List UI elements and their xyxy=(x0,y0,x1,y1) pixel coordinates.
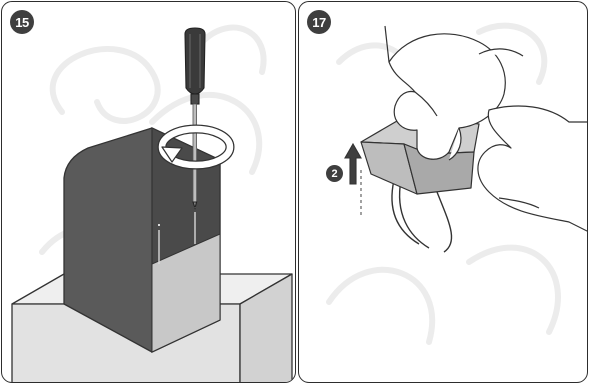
hand-icon xyxy=(385,26,588,232)
step-15-illustration xyxy=(2,2,296,383)
substep-badge: 2 xyxy=(326,165,343,182)
step-panel-17: 17 2 xyxy=(298,1,588,383)
step-number-badge: 17 xyxy=(307,10,331,34)
step-panel-15: 15 xyxy=(1,1,296,383)
step-17-illustration xyxy=(299,2,588,383)
up-arrow-icon xyxy=(345,144,361,216)
step-number-badge: 15 xyxy=(10,10,34,34)
